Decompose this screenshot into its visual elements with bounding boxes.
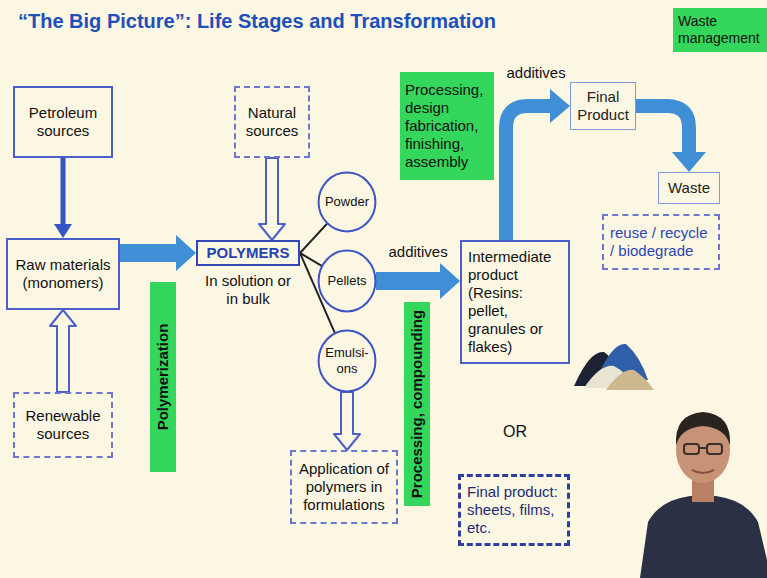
node-text: POLYMERS — [207, 244, 290, 262]
circle-shape — [319, 173, 376, 232]
node-text: Petroleum sources — [21, 104, 105, 140]
form-circle: Powder — [318, 172, 376, 232]
node-text: Intermediate product (Resins: pellet, gr… — [468, 248, 562, 356]
node-text: Emulsi- ons — [323, 345, 371, 376]
product-box: Intermediate product (Resins: pellet, gr… — [460, 240, 570, 364]
note-label: OR — [490, 422, 540, 441]
process-box: POLYMERS — [196, 240, 300, 266]
arrow-shape — [550, 89, 570, 123]
arrow-shape — [334, 392, 360, 450]
node-text: Final product: sheets, films, etc. — [467, 483, 561, 537]
arrow-shape — [50, 310, 76, 392]
node-text: Pellets — [327, 273, 366, 289]
arrow-shape — [259, 158, 285, 240]
node-text: Raw materials (monomers) — [14, 256, 112, 292]
note-label: In solution or in bulk — [199, 272, 297, 308]
resin-piles — [574, 344, 654, 390]
node-text: Application of polymers in formulations — [298, 460, 390, 514]
node-text: Polymerization — [154, 324, 172, 431]
source-box: Petroleum sources — [13, 86, 113, 158]
arrow-shape — [672, 152, 706, 172]
process-box: Raw materials (monomers) — [6, 238, 120, 310]
flow-arrow — [334, 392, 360, 450]
flow-arrow — [259, 158, 285, 240]
node-text: Waste — [668, 179, 710, 197]
edge-label: additives — [505, 64, 568, 82]
node-text: Waste management — [678, 13, 762, 47]
node-text: Powder — [325, 194, 369, 210]
curved-arrow-shaft — [636, 106, 689, 152]
source-box: Natural sources — [234, 86, 310, 158]
node-text: reuse / recycle / biodegrade — [610, 224, 712, 260]
arrow-shape — [376, 263, 460, 299]
node-text: Processing, design fabrication, finishin… — [405, 81, 489, 171]
circle-shape — [319, 251, 376, 312]
title: “The Big Picture”: Life Stages and Trans… — [18, 10, 496, 33]
product-box: Final Product — [570, 82, 636, 130]
flow-arrow — [376, 263, 460, 299]
circle-shape — [319, 331, 376, 392]
step-band: Polymerization — [150, 282, 176, 472]
step-box: Processing, design fabrication, finishin… — [400, 72, 494, 180]
arrow-shape — [54, 158, 72, 238]
application-box: Application of polymers in formulations — [290, 450, 398, 524]
edge-label: additives — [387, 243, 450, 261]
node-text: Renewable sources — [21, 407, 105, 443]
flow-arrow — [120, 235, 196, 271]
product-box: Final product: sheets, films, etc. — [458, 474, 570, 546]
source-box: Renewable sources — [13, 392, 113, 458]
waste-box: Waste — [658, 172, 720, 204]
flow-arrow — [54, 158, 72, 238]
node-text: Natural sources — [242, 104, 302, 140]
form-circle: Pellets — [318, 250, 376, 312]
connector-line — [299, 223, 327, 254]
option-box: reuse / recycle / biodegrade — [602, 214, 720, 270]
node-text: Final Product — [575, 88, 631, 124]
form-circle: Emulsi- ons — [318, 330, 376, 392]
curved-arrow — [506, 89, 570, 240]
step-box: Waste management — [673, 8, 767, 52]
arrow-shape — [299, 223, 327, 254]
curved-arrow — [636, 106, 706, 172]
flow-arrow — [50, 310, 76, 392]
arrow-shape — [120, 235, 196, 271]
presenter-figure — [640, 412, 767, 578]
curved-arrow-shaft — [506, 106, 550, 240]
step-band: Processing, compounding — [404, 302, 430, 506]
node-text: Processing, compounding — [408, 310, 426, 498]
